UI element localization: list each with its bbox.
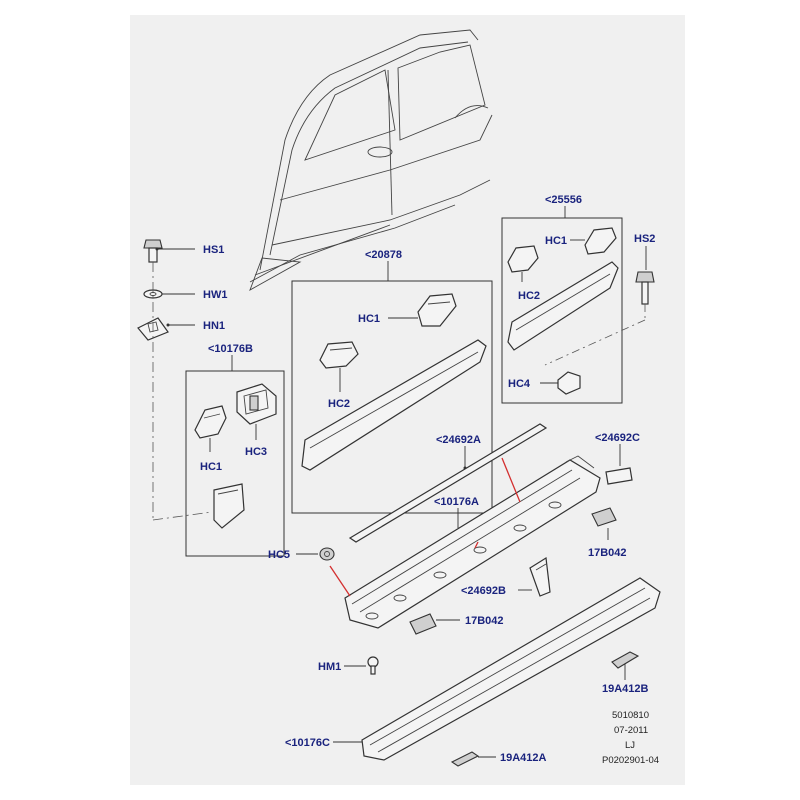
label-hc2-mid: HC2	[328, 398, 350, 410]
label-hc1-mid: HC1	[358, 313, 380, 325]
footer-line-2: 07-2011	[614, 725, 648, 736]
label-24692a: <24692A	[436, 434, 481, 446]
clip-17b042-mid	[409, 613, 460, 635]
centerline-right-link	[544, 319, 646, 366]
label-25556: <25556	[545, 194, 582, 206]
label-hs2: HS2	[634, 233, 655, 245]
sill-panel-10176a	[344, 455, 601, 629]
label-24692c: <24692C	[595, 432, 640, 444]
clip-hc3	[236, 383, 277, 440]
leader-red-2	[474, 541, 479, 549]
rivet-hm1	[367, 656, 379, 675]
footer-line-3: LJ	[625, 740, 635, 751]
label-hc1-right: HC1	[545, 235, 567, 247]
door-moulding-20878	[301, 339, 487, 471]
label-hc3: HC3	[245, 446, 267, 458]
vehicle-door-outline	[249, 29, 493, 291]
clip-hc4	[540, 371, 581, 395]
label-hc4: HC4	[508, 378, 531, 390]
centerline-left-link	[152, 511, 213, 521]
label-10176a: <10176A	[434, 496, 479, 508]
clip-hc1-mid	[388, 293, 457, 327]
label-hs1: HS1	[203, 244, 224, 256]
label-17b042-mid: 17B042	[465, 615, 504, 627]
label-10176c: <10176C	[285, 737, 330, 749]
kit-box-25556	[501, 217, 623, 404]
label-20878: <20878	[365, 249, 402, 261]
footer-line-4: P0202901-04	[602, 755, 659, 766]
label-24692b: <24692B	[461, 585, 506, 597]
label-17b042-right: 17B042	[588, 547, 627, 559]
cap-24692c	[605, 467, 633, 485]
sill-cover-10176c	[361, 577, 661, 761]
label-hm1: HM1	[318, 661, 341, 673]
label-hc1-left: HC1	[200, 461, 222, 473]
clip-hc1-left	[194, 405, 227, 452]
leader-red-hc5	[329, 565, 351, 597]
label-hc2-right: HC2	[518, 290, 540, 302]
bracket-24692b	[518, 556, 551, 597]
leader-red-1	[501, 457, 521, 503]
label-19a412a: 19A412A	[500, 752, 547, 764]
label-hw1: HW1	[203, 289, 227, 301]
label-hc5: HC5	[268, 549, 290, 561]
kit-box-10176b	[185, 370, 285, 557]
strip-24692a	[348, 423, 548, 543]
clip-hc2-mid	[319, 341, 359, 392]
clip-hc1-right	[570, 227, 617, 255]
clip-hc5	[319, 547, 335, 561]
clip-hc2-right	[507, 245, 539, 282]
door-moulding-25556	[507, 261, 619, 351]
trim-piece-10176b	[213, 483, 245, 529]
clip-17b042-right	[591, 507, 617, 540]
label-hn1: HN1	[203, 320, 225, 332]
clip-19a412a	[450, 751, 496, 767]
clip-19a412b	[611, 651, 640, 680]
label-19a412b: 19A412B	[602, 683, 649, 695]
footer-line-1: 5010810	[612, 710, 649, 721]
bolt-hs1	[143, 239, 195, 263]
label-10176b: <10176B	[208, 343, 253, 355]
